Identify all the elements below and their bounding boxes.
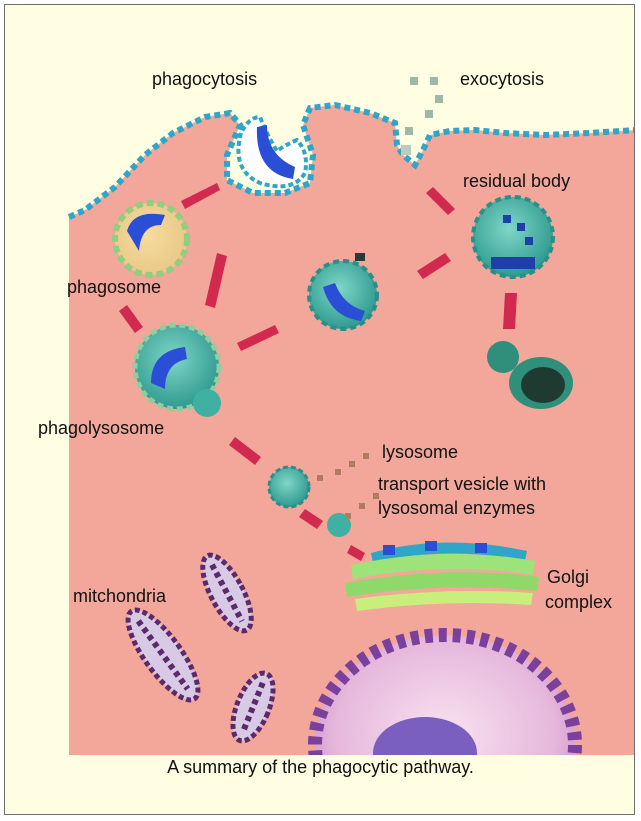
label-transport-vesicle: transport vesicle with bbox=[378, 473, 546, 495]
label-mitochondria: mitchondria bbox=[73, 585, 166, 607]
lysosome bbox=[269, 467, 309, 507]
label-lysosomal-enzymes: lysosomal enzymes bbox=[378, 497, 535, 519]
phagolysosome-bud bbox=[193, 389, 221, 417]
label-lysosome: lysosome bbox=[382, 441, 458, 463]
label-phagolysosome: phagolysosome bbox=[38, 417, 164, 439]
label-phagocytosis: phagocytosis bbox=[152, 68, 257, 90]
phagocytic-pathway-diagram bbox=[5, 5, 635, 755]
label-golgi-complex: complex bbox=[545, 591, 612, 613]
label-residual-body: residual body bbox=[463, 170, 570, 192]
fusing-vesicle bbox=[309, 261, 377, 329]
label-phagosome: phagosome bbox=[67, 276, 161, 298]
figure-panel: phagocytosis exocytosis residual body ph… bbox=[4, 4, 635, 815]
figure-caption: A summary of the phagocytic pathway. bbox=[5, 757, 635, 778]
membrane-notch bbox=[355, 253, 365, 261]
label-exocytosis: exocytosis bbox=[460, 68, 544, 90]
label-golgi: Golgi bbox=[547, 566, 589, 588]
